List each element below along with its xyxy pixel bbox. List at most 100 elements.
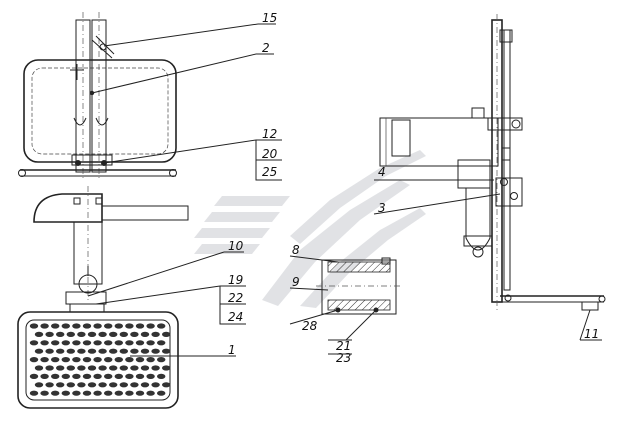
grating-hole	[125, 323, 134, 329]
grating-hole	[151, 331, 160, 337]
callout-12: 12	[262, 127, 277, 141]
grating-hole	[45, 331, 54, 337]
grating-hole	[51, 357, 60, 363]
grating-hole	[157, 390, 166, 396]
step-grating-pattern	[29, 323, 171, 396]
grating-hole	[98, 331, 107, 337]
grating-hole	[93, 373, 102, 379]
grating-hole	[135, 323, 145, 329]
step-plate-view	[17, 291, 179, 409]
grating-hole	[56, 365, 65, 371]
grating-hole	[72, 323, 81, 329]
grating-hole	[82, 373, 92, 379]
grating-hole	[109, 348, 118, 354]
callout-25: 25	[262, 165, 277, 179]
grating-hole	[104, 373, 113, 379]
grating-hole	[87, 365, 97, 371]
grating-hole	[125, 340, 134, 346]
grating-hole	[130, 331, 139, 337]
grating-hole	[140, 331, 150, 337]
grating-hole	[162, 348, 171, 354]
callout-21: 21	[336, 339, 351, 353]
grating-hole	[125, 373, 134, 379]
grating-hole	[45, 365, 54, 371]
grating-hole	[40, 390, 49, 396]
grating-hole	[125, 390, 134, 396]
grating-hole	[66, 331, 76, 337]
grating-hole	[56, 382, 65, 388]
grating-hole	[162, 382, 171, 388]
grating-hole	[140, 348, 150, 354]
grating-hole	[61, 390, 70, 396]
callout-22: 22	[228, 291, 243, 305]
grating-hole	[109, 382, 118, 388]
grating-hole	[61, 357, 70, 363]
grating-hole	[93, 390, 102, 396]
callout-23: 23	[336, 351, 351, 365]
grating-hole	[87, 331, 97, 337]
grating-hole	[98, 365, 107, 371]
grating-hole	[34, 365, 44, 371]
grating-hole	[151, 382, 160, 388]
grating-hole	[104, 340, 113, 346]
grating-hole	[77, 365, 86, 371]
grating-hole	[45, 382, 54, 388]
grating-hole	[98, 382, 107, 388]
grating-hole	[72, 357, 81, 363]
grating-hole	[114, 390, 124, 396]
grating-hole	[104, 357, 113, 363]
grating-hole	[29, 323, 39, 329]
grating-hole	[114, 340, 124, 346]
grating-hole	[114, 323, 124, 329]
grating-hole	[146, 373, 155, 379]
grating-hole	[40, 357, 49, 363]
right-side-view-assembly	[379, 14, 606, 311]
grating-hole	[40, 373, 49, 379]
grating-hole	[130, 365, 139, 371]
grating-hole	[104, 323, 113, 329]
grating-hole	[93, 340, 102, 346]
grating-hole	[51, 323, 60, 329]
grating-hole	[119, 365, 128, 371]
grating-hole	[34, 348, 44, 354]
callout-10: 10	[228, 239, 244, 253]
grating-hole	[82, 390, 92, 396]
grating-hole	[146, 340, 155, 346]
callout-15: 15	[262, 11, 277, 25]
grating-hole	[40, 323, 49, 329]
grating-hole	[77, 348, 86, 354]
grating-hole	[135, 340, 145, 346]
grating-hole	[51, 373, 60, 379]
grating-hole	[157, 340, 166, 346]
grating-hole	[61, 373, 70, 379]
callout-28: 28	[302, 319, 318, 333]
callout-19: 19	[228, 273, 243, 287]
callout-11: 11	[584, 327, 599, 341]
grating-hole	[157, 323, 166, 329]
grating-hole	[157, 373, 166, 379]
grating-hole	[119, 331, 128, 337]
grating-hole	[34, 382, 44, 388]
grating-hole	[87, 382, 97, 388]
grating-hole	[104, 390, 113, 396]
grating-hole	[140, 365, 150, 371]
grating-hole	[135, 390, 145, 396]
grating-hole	[82, 323, 92, 329]
callout-2: 2	[262, 41, 270, 55]
grating-hole	[66, 365, 76, 371]
grating-hole	[29, 340, 39, 346]
grating-hole	[72, 373, 81, 379]
grating-hole	[114, 373, 124, 379]
grating-hole	[61, 340, 70, 346]
grating-hole	[130, 348, 139, 354]
grating-hole	[72, 340, 81, 346]
callout-20: 20	[262, 147, 278, 161]
grating-hole	[82, 357, 92, 363]
grating-hole	[93, 323, 102, 329]
grating-hole	[51, 390, 60, 396]
grating-hole	[98, 348, 107, 354]
grating-hole	[29, 390, 39, 396]
grating-hole	[135, 373, 145, 379]
grating-hole	[162, 331, 171, 337]
front-view-mirror-frame	[18, 12, 177, 180]
